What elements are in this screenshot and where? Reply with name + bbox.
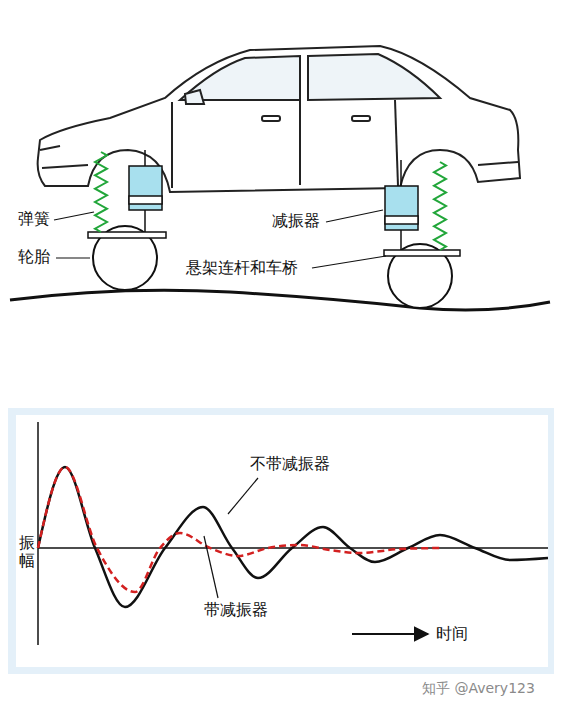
curve-label: 不带减振器 [250, 454, 330, 473]
curves [38, 467, 548, 607]
rear-shock [385, 160, 418, 250]
front-shock [129, 150, 162, 232]
part-label: 弹簧 [18, 209, 50, 228]
y-axis [37, 422, 39, 645]
part-label: 减振器 [272, 211, 320, 230]
springs [95, 152, 446, 250]
time-arrow [352, 633, 428, 635]
car-body [38, 46, 520, 192]
rear-axle [384, 250, 460, 256]
watermark: 知乎 @Avery123 [422, 680, 535, 697]
undamped-leader [228, 478, 258, 514]
axis-label: 振幅 [19, 534, 35, 569]
chart-frame [8, 408, 554, 674]
undamped-curve [38, 467, 548, 607]
road [10, 290, 550, 310]
part-label: 轮胎 [18, 247, 50, 266]
chart-plot [16, 415, 548, 667]
axis-label: 时间 [436, 624, 468, 643]
damped-leader [204, 536, 218, 598]
curve-label: 带减振器 [204, 600, 268, 619]
front-axle [88, 232, 166, 238]
spring-coil [95, 152, 107, 232]
damped-curve [38, 467, 440, 592]
part-label: 悬架连杆和车桥 [186, 258, 298, 277]
spring-coil [434, 162, 446, 250]
